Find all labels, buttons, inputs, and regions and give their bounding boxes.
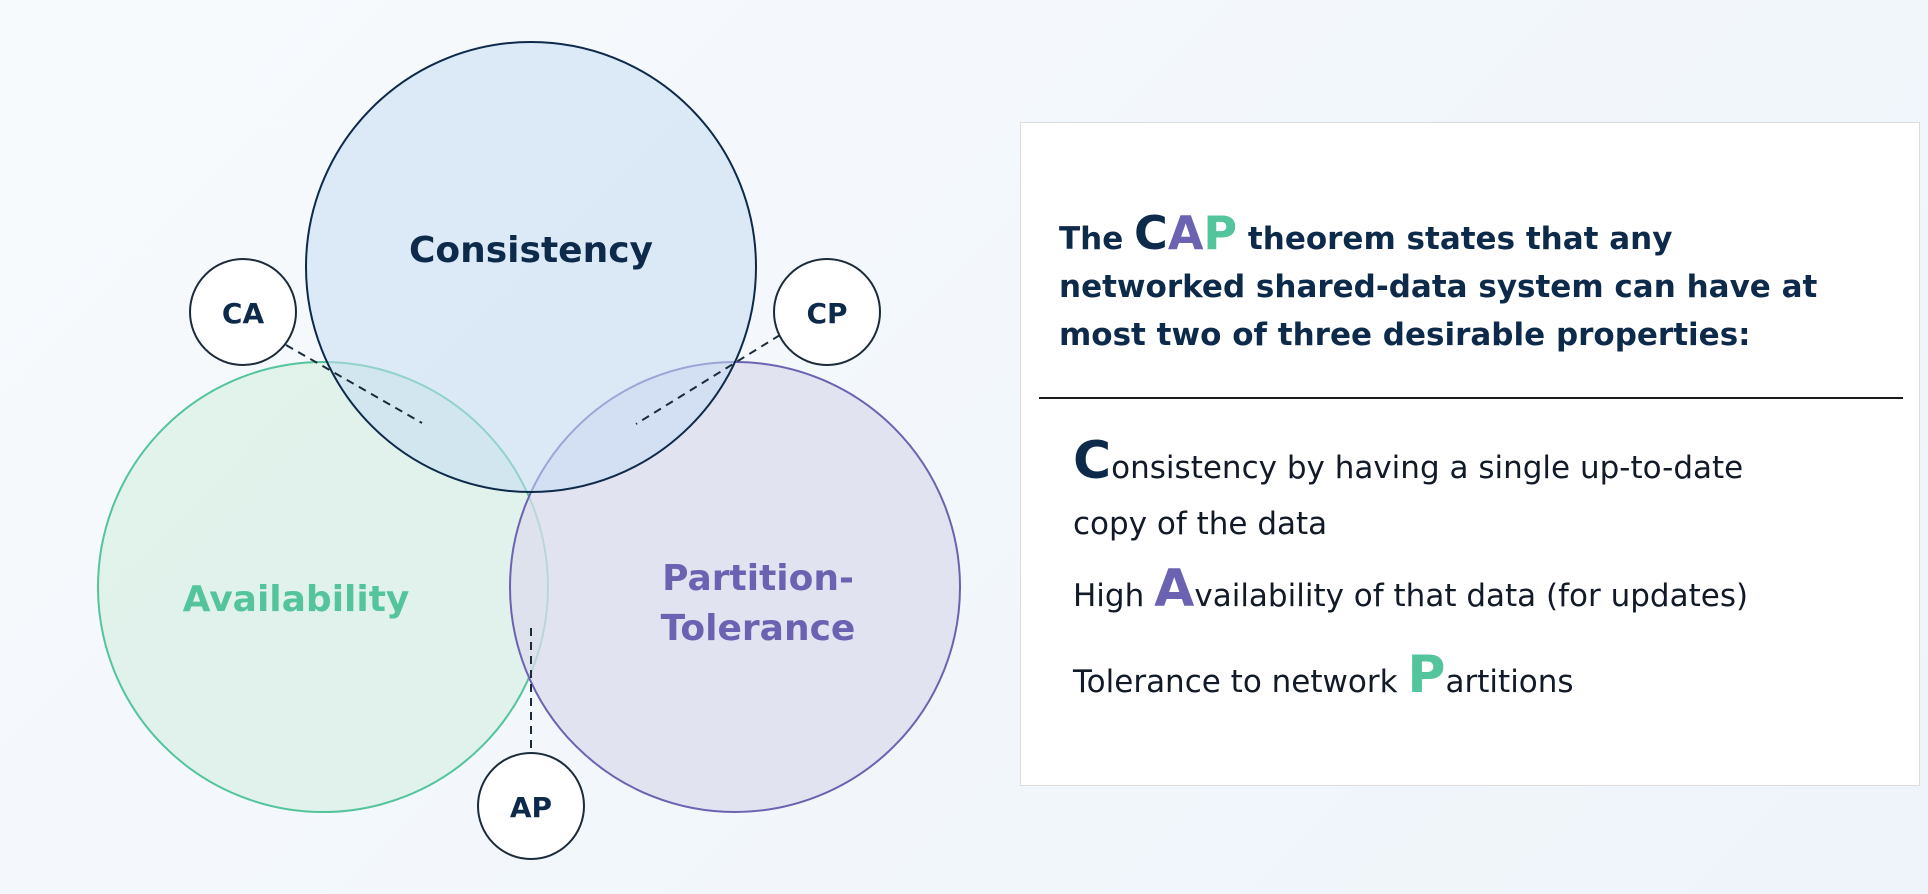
property-partition-text: artitions: [1445, 664, 1574, 700]
headline-letter-a: A: [1167, 206, 1204, 260]
property-partition-letter: P: [1407, 645, 1446, 705]
partition-tolerance-label-line2: Tolerance: [661, 608, 856, 649]
ca-label: CA: [222, 297, 265, 330]
ap-label: AP: [510, 791, 552, 824]
property-consistency-text: onsistency by having a single up-to-date…: [1073, 450, 1744, 542]
partition-tolerance-label-line1: Partition-: [662, 558, 854, 599]
property-partition: Tolerance to network Partitions: [1073, 649, 1873, 708]
ap-circle: [477, 752, 585, 860]
property-availability-text: vailability of that data (for updates): [1194, 578, 1749, 614]
headline-prefix: The: [1059, 221, 1135, 257]
cp-connector: [635, 334, 781, 425]
panel-divider: [1039, 397, 1903, 399]
headline-letter-c: C: [1134, 206, 1168, 260]
property-consistency: Consistency by having a single up-to-dat…: [1073, 433, 1753, 552]
property-partition-before: Tolerance to network: [1073, 664, 1408, 700]
ca-connector: [285, 344, 423, 424]
headline-letter-p: P: [1203, 206, 1238, 260]
property-availability-before: High: [1073, 578, 1155, 614]
cp-label: CP: [806, 297, 847, 330]
ca-circle: [189, 258, 297, 366]
cap-headline: The CAP theorem states that any networke…: [1059, 209, 1839, 359]
headline-rest: theorem states that any networked shared…: [1059, 221, 1818, 353]
cap-description-panel: The CAP theorem states that any networke…: [1020, 122, 1920, 786]
property-availability-letter: A: [1154, 559, 1195, 619]
consistency-circle: [305, 41, 757, 493]
cp-circle: [773, 258, 881, 366]
property-consistency-letter: C: [1073, 431, 1112, 491]
cap-venn-diagram: Consistency Availability Partition- Tole…: [97, 41, 961, 860]
availability-label: Availability: [183, 579, 410, 620]
property-availability: High Availability of that data (for upda…: [1073, 563, 1873, 622]
consistency-label: Consistency: [409, 230, 653, 271]
